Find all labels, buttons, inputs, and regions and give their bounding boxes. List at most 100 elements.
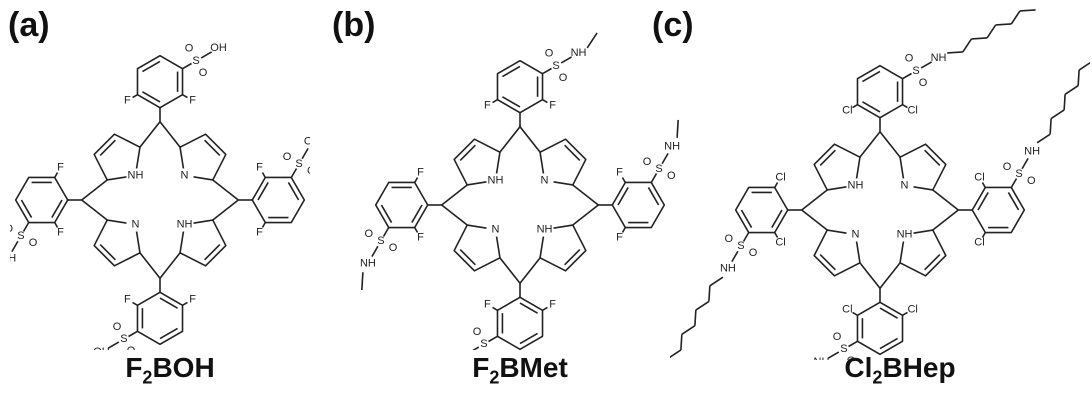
pyrrole-ring xyxy=(93,133,141,181)
double-bond xyxy=(142,91,161,103)
halogen-bond xyxy=(132,94,138,99)
meso-bond xyxy=(572,184,599,206)
double-bond xyxy=(204,244,221,261)
amine-label: NH xyxy=(571,47,587,59)
hydroxyl-label: OH xyxy=(304,135,310,147)
double-bond xyxy=(924,254,941,271)
pyrrole-ring xyxy=(813,229,861,277)
double-bond xyxy=(977,192,989,211)
double-bond xyxy=(51,199,63,218)
heptyl-bond xyxy=(1050,109,1065,120)
meso-bond xyxy=(801,209,828,231)
oxygen-label: O xyxy=(667,170,676,182)
oxygen-label: O xyxy=(185,43,194,55)
sulfonyl-bond xyxy=(542,67,552,75)
halogen-bond xyxy=(621,227,626,233)
sulfonyl-bond xyxy=(11,240,19,253)
double-bond xyxy=(879,307,898,319)
oxygen-label: O xyxy=(473,326,482,338)
oxygen-label: O xyxy=(749,247,758,259)
double-bond xyxy=(459,144,476,161)
sulfonyl-bond xyxy=(742,232,750,242)
halogen-bond xyxy=(852,104,858,109)
double-bond xyxy=(502,65,521,78)
sulfonyl-bond xyxy=(182,62,192,70)
oxygen-label: O xyxy=(29,237,38,249)
oxygen-label: O xyxy=(127,345,136,350)
halogen-label: F xyxy=(616,232,623,244)
heptyl-bond xyxy=(1036,133,1051,144)
halogen-bond xyxy=(774,232,779,238)
halogen-bond xyxy=(261,222,266,228)
halogen-label: F xyxy=(256,227,263,239)
meso-bond xyxy=(859,131,881,158)
halogen-label: F xyxy=(417,166,424,178)
oxygen-label: O xyxy=(113,321,122,333)
aryl-ring xyxy=(14,176,69,224)
oxygen-label: O xyxy=(364,228,373,240)
amine-label: NH xyxy=(931,52,947,64)
heptyl-bond xyxy=(1078,61,1090,71)
n-label: N xyxy=(491,223,499,235)
nh-label: NH xyxy=(488,174,504,186)
double-bond xyxy=(459,249,476,266)
oxygen-label: O xyxy=(905,53,914,65)
sulfur-label: S xyxy=(480,338,487,350)
halogen-bond xyxy=(492,306,498,311)
n-label: N xyxy=(181,169,189,181)
meso-bond xyxy=(519,126,541,153)
label-mask xyxy=(846,227,865,242)
sulfonyl-bond xyxy=(731,250,739,263)
sulfonyl-bond xyxy=(848,340,858,348)
halogen-label: Cl xyxy=(775,171,785,183)
sulfur-label: S xyxy=(655,163,662,175)
aryl-ring xyxy=(856,301,904,356)
molecule-structure-a: NNHNNHFFSOOOHFFSOOOHFFSOOOHFFSOOOH xyxy=(10,42,310,350)
hydroxyl-label: OH xyxy=(93,346,110,350)
halogen-label: F xyxy=(57,161,64,173)
heptyl-bond xyxy=(962,38,973,53)
meso-bond xyxy=(139,252,161,279)
halogen-bond xyxy=(261,172,266,178)
sulfonyl-bond xyxy=(1010,178,1018,188)
meso-bond xyxy=(81,199,108,221)
halogen-label: F xyxy=(417,232,424,244)
oxygen-label: O xyxy=(724,233,733,245)
nh-label: NH xyxy=(177,218,193,230)
methyl-bond xyxy=(361,272,364,291)
panel-label-a: (a) xyxy=(8,6,50,44)
double-bond xyxy=(819,254,836,271)
aryl-ring xyxy=(496,59,544,114)
double-bond xyxy=(924,149,941,166)
pyrrole-ring xyxy=(453,224,501,272)
heptyl-bond xyxy=(681,325,696,335)
halogen-bond xyxy=(492,99,498,104)
meso-bond xyxy=(212,199,239,221)
label-mask xyxy=(846,178,865,193)
sulfur-label: S xyxy=(377,235,384,247)
double-bond xyxy=(204,139,221,156)
heptyl-bond xyxy=(1019,9,1036,12)
sulfonyl-bond xyxy=(1021,157,1029,170)
heptyl-bond xyxy=(694,310,697,326)
sulfonyl-bond xyxy=(920,61,933,69)
double-bond xyxy=(1007,192,1020,211)
halogen-label: F xyxy=(189,94,196,106)
nh-label: NH xyxy=(128,169,144,181)
oxygen-label: O xyxy=(1003,161,1012,173)
heptyl-bond xyxy=(1010,10,1021,25)
halogen-label: Cl xyxy=(842,303,852,315)
sulfonyl-bond xyxy=(560,56,573,64)
heptyl-bond xyxy=(1049,118,1052,135)
heptyl-bond xyxy=(695,300,710,311)
compound-name-c: Cl2BHep xyxy=(844,352,956,388)
heptyl-bond xyxy=(670,349,682,359)
halogen-bond xyxy=(542,99,548,104)
oxygen-label: O xyxy=(10,223,13,235)
hydroxyl-label: OH xyxy=(10,252,16,264)
oxygen-label: O xyxy=(307,165,310,177)
heptyl-bond xyxy=(1063,94,1066,110)
double-bond xyxy=(647,187,660,206)
label-mask xyxy=(175,217,194,232)
halogen-bond xyxy=(182,94,188,99)
